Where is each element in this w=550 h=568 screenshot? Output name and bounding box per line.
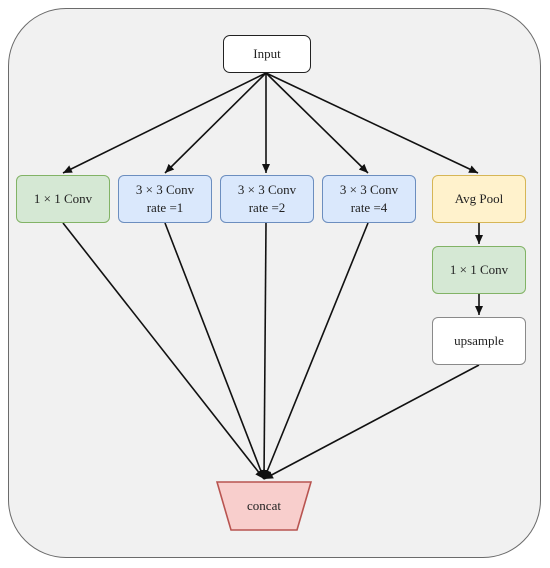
edge-conv3x3-rate4-to-concat [263, 222, 369, 480]
edge-input-to-conv1x1 [62, 72, 267, 174]
conv-3x3-rate4-title: 3 × 3 Conv [339, 182, 399, 198]
input-node: Input [223, 35, 311, 73]
pool-conv-1x1-label: 1 × 1 Conv [449, 262, 509, 278]
conv-3x3-rate4-rate: rate =4 [350, 200, 388, 215]
upsample-node: upsample [432, 317, 526, 365]
conv-1x1-node: 1 × 1 Conv [16, 175, 110, 223]
concat-shape [216, 481, 312, 531]
avg-pool-label: Avg Pool [454, 191, 504, 207]
pool-conv-1x1-node: 1 × 1 Conv [432, 246, 526, 294]
concat-node: concat [216, 481, 312, 531]
avg-pool-node: Avg Pool [432, 175, 526, 223]
conv-3x3-rate2-node: 3 × 3 Conv rate =2 [220, 175, 314, 223]
edge-upsample-to-concat [263, 364, 480, 480]
conv-1x1-label: 1 × 1 Conv [33, 191, 93, 207]
concat-label: concat [247, 498, 281, 513]
edge-input-to-conv3x3-rate4 [265, 72, 369, 174]
edge-input-to-conv3x3-rate1 [164, 72, 267, 174]
conv-3x3-rate2-rate: rate =2 [248, 200, 286, 215]
conv-3x3-rate2-title: 3 × 3 Conv [237, 182, 297, 198]
edge-conv3x3-rate1-to-concat [164, 222, 265, 480]
conv-3x3-rate1-rate: rate =1 [146, 200, 184, 215]
conv-3x3-rate4-node: 3 × 3 Conv rate =4 [322, 175, 416, 223]
conv-3x3-rate1-node: 3 × 3 Conv rate =1 [118, 175, 212, 223]
upsample-label: upsample [454, 333, 504, 349]
edge-input-to-avgpool [265, 72, 479, 174]
edge-conv1x1-to-concat [62, 222, 265, 480]
input-label: Input [253, 46, 281, 62]
edge-conv3x3-rate2-to-concat [260, 222, 269, 480]
conv-3x3-rate1-title: 3 × 3 Conv [135, 182, 195, 198]
